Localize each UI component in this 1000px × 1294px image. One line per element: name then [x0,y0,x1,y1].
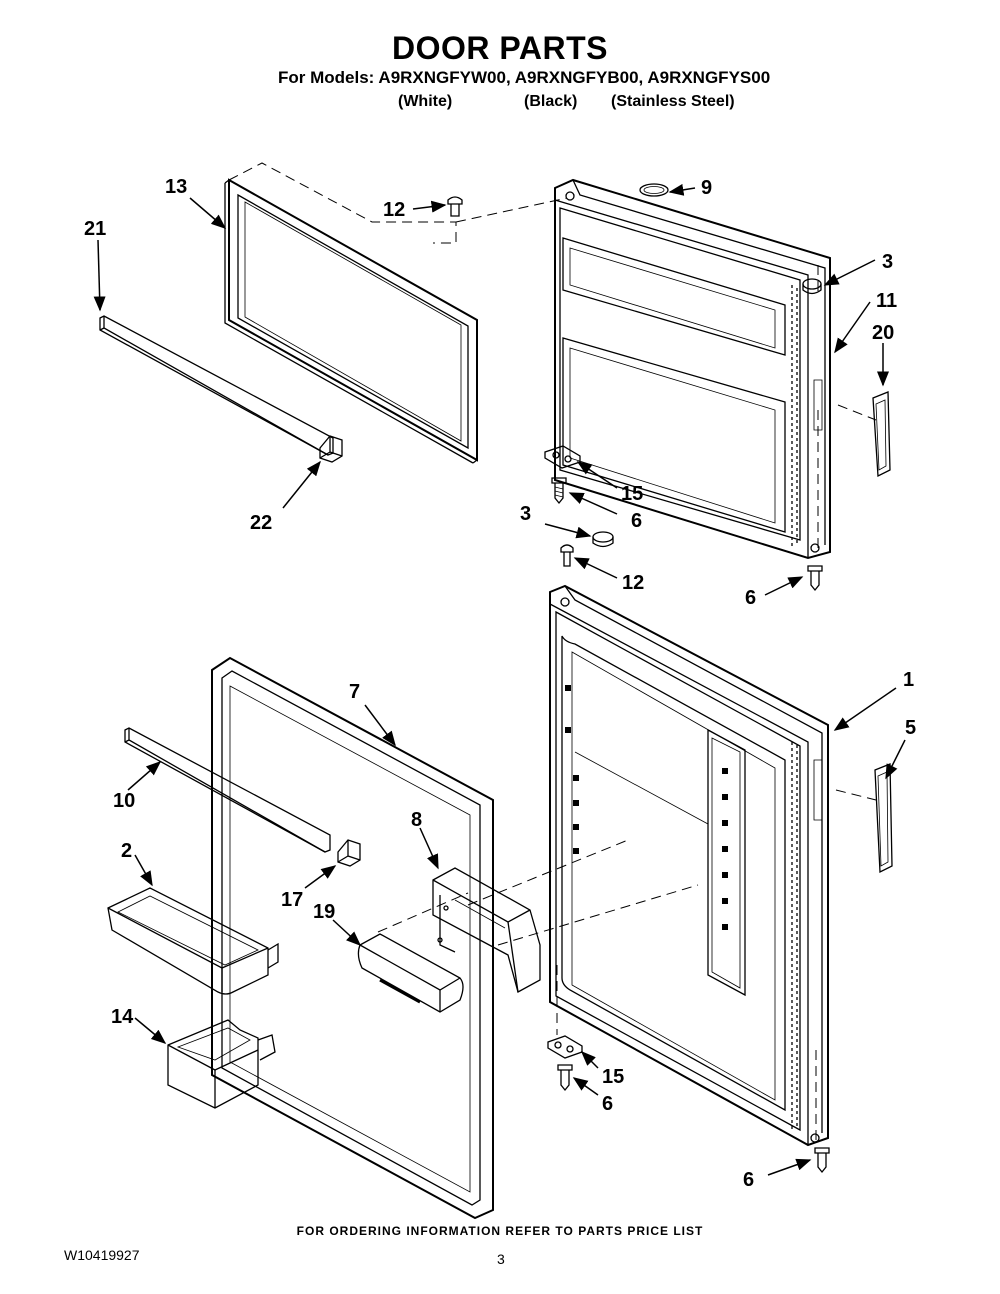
callout-labels: 13 12 9 21 3 11 20 22 15 6 3 12 6 7 1 5 … [84,176,916,1191]
trim-end-cap-lower [337,839,361,867]
hinge-bracket-lower [547,1035,583,1059]
leader-lines [93,183,906,1176]
callout-17: 17 [281,889,303,911]
callout-2: 2 [121,840,132,862]
callout-6-upper: 6 [631,510,642,532]
hinge-cap-upper [802,278,822,295]
page-number: 3 [497,1251,505,1267]
callout-22: 22 [250,512,272,534]
callout-14: 14 [111,1006,134,1028]
callout-7: 7 [349,681,360,703]
hinge-cap-middle [592,531,614,548]
freezer-door-trim [99,315,334,456]
freezer-door-gasket [224,178,478,464]
hinge-screw-bottom [814,1147,830,1174]
callout-9: 9 [701,177,712,199]
hinge-pin-middle [560,544,574,567]
fresh-food-door [549,584,829,1147]
callout-13: 13 [165,176,187,198]
variant-black: (Black) [524,93,578,110]
door-shelf-bosses [565,685,728,930]
callout-1: 1 [903,669,914,691]
callout-3-middle: 3 [520,503,531,525]
ordering-note: FOR ORDERING INFORMATION REFER TO PARTS … [296,1224,704,1238]
callout-12-middle: 12 [622,572,644,594]
callout-15-lower: 15 [602,1066,624,1088]
callout-12-upper: 12 [383,199,405,221]
callout-19: 19 [313,901,335,923]
callout-5: 5 [905,717,916,739]
lower-dashed-guides [377,789,877,1145]
variant-white: (White) [398,93,453,110]
callout-6-middle: 6 [745,587,756,609]
door-bin-large [107,887,279,995]
fresh-food-door-trim [124,727,331,853]
callout-6-lower: 6 [602,1093,613,1115]
freezer-door [554,178,831,560]
hinge-screw-upper [551,477,567,505]
callout-11: 11 [876,290,897,312]
callout-6-bottom: 6 [743,1169,754,1191]
callout-21: 21 [84,218,106,240]
door-stop-ring [639,183,669,197]
hinge-screw-lower [557,1064,573,1092]
upper-dashed-guides [228,162,877,548]
hinge-pin-upper [447,196,463,217]
freezer-handle-end-cap [872,391,891,478]
door-bin-small [167,1019,276,1109]
models-line: For Models: A9RXNGFYW00, A9RXNGFYB00, A9… [278,68,771,87]
fresh-food-handle-end-cap [874,763,893,874]
callout-15-upper: 15 [621,483,643,505]
callout-10: 10 [113,790,135,812]
document-number: W10419927 [64,1247,140,1263]
variant-stainless: (Stainless Steel) [611,93,735,110]
trim-end-cap-upper [319,435,343,463]
hinge-screw-right-middle [807,565,823,592]
callout-3-upper: 3 [882,251,893,273]
dairy-compartment-housing [432,867,541,993]
callout-20: 20 [872,322,894,344]
fresh-food-door-gasket [211,656,494,1220]
page-title: DOOR PARTS [392,30,608,66]
callout-8: 8 [411,809,422,831]
dairy-compartment-door [357,933,464,1013]
